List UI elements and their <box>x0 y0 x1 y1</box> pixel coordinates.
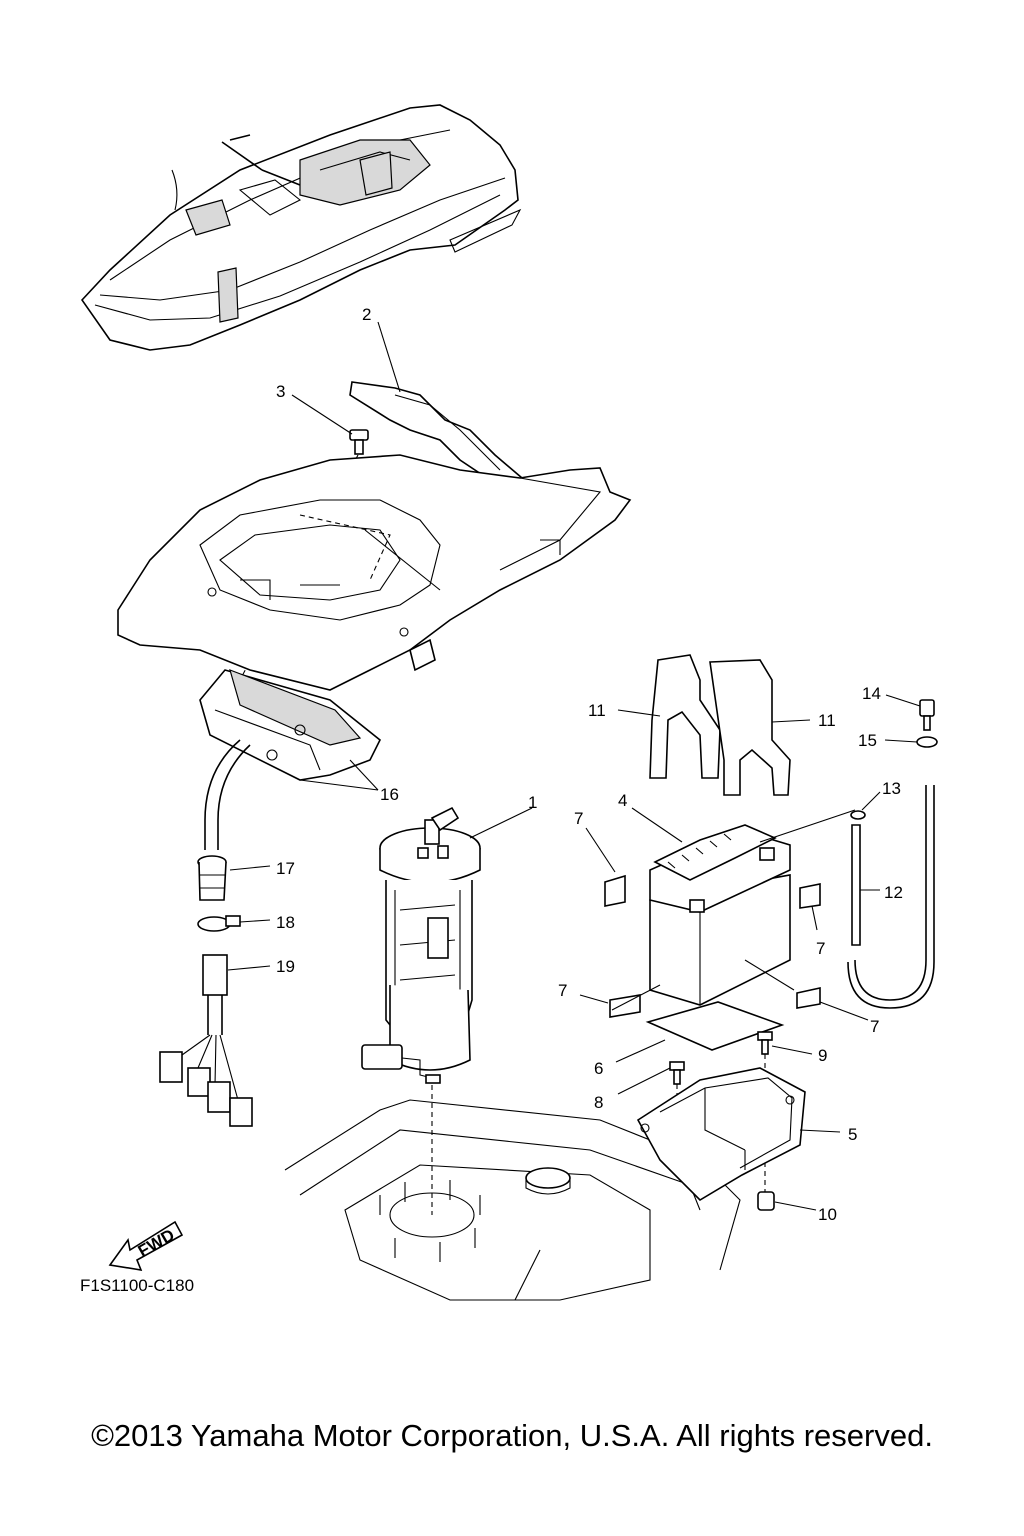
callout-18: 18 <box>276 913 295 932</box>
sheet-part-6 <box>615 1001 785 1063</box>
pad-part-7 <box>579 827 869 1021</box>
diagram-code: F1S1100-C180 <box>80 1276 194 1295</box>
fuel-tank <box>284 1099 741 1301</box>
callout-7-left: 7 <box>558 981 567 1000</box>
forward-arrow-icon <box>108 1220 184 1272</box>
clamp-part-18 <box>197 915 271 932</box>
callout-16: 16 <box>380 785 399 804</box>
callout-3: 3 <box>276 382 285 401</box>
callout-9: 9 <box>818 1046 827 1065</box>
callout-10: 10 <box>818 1205 837 1224</box>
breather-part-14 <box>885 694 935 731</box>
callout-labels: 1 2 3 4 5 6 7 7 7 7 8 9 10 11 11 12 13 1… <box>80 305 903 1295</box>
callout-14: 14 <box>862 684 881 703</box>
callout-6: 6 <box>594 1059 603 1078</box>
callout-2: 2 <box>362 305 371 324</box>
callout-17: 17 <box>276 859 295 878</box>
collar-part-10 <box>757 1191 817 1211</box>
fuel-sensor-hose <box>204 739 251 850</box>
copyright-notice: ©2013 Yamaha Motor Corporation, U.S.A. A… <box>91 1418 933 1453</box>
battery-part-4 <box>631 807 856 1006</box>
fwd-label: FWD <box>135 1225 178 1261</box>
watercraft-illustration <box>80 104 522 351</box>
parts-diagram: 1 2 3 4 5 6 7 7 7 7 8 9 10 11 11 12 13 1… <box>80 104 938 1301</box>
fuel-pump-part-1 <box>361 806 533 1215</box>
battery-strap-part-11 <box>617 654 811 796</box>
callout-12: 12 <box>884 883 903 902</box>
battery-box-part-5 <box>636 1067 841 1202</box>
callout-8: 8 <box>594 1093 603 1112</box>
callout-7-top-left: 7 <box>574 809 583 828</box>
deck-section <box>117 454 632 691</box>
callout-11-left: 11 <box>588 701 606 720</box>
callout-7-bottom-right: 7 <box>870 1017 879 1036</box>
callout-5: 5 <box>848 1125 857 1144</box>
callout-4: 4 <box>618 791 627 810</box>
callout-1: 1 <box>528 793 537 812</box>
callout-11-right: 11 <box>818 711 836 730</box>
callout-7-right: 7 <box>816 939 825 958</box>
wire-harness-part-19 <box>159 954 271 1127</box>
callout-13: 13 <box>882 779 901 798</box>
fitting-part-13 <box>850 791 881 820</box>
grommet-part-17 <box>197 855 271 901</box>
vent-hose-part-12 <box>847 785 935 1009</box>
callout-15: 15 <box>858 731 877 750</box>
callout-19: 19 <box>276 957 295 976</box>
cover-part-16 <box>199 669 382 791</box>
clip-part-15 <box>884 736 938 748</box>
